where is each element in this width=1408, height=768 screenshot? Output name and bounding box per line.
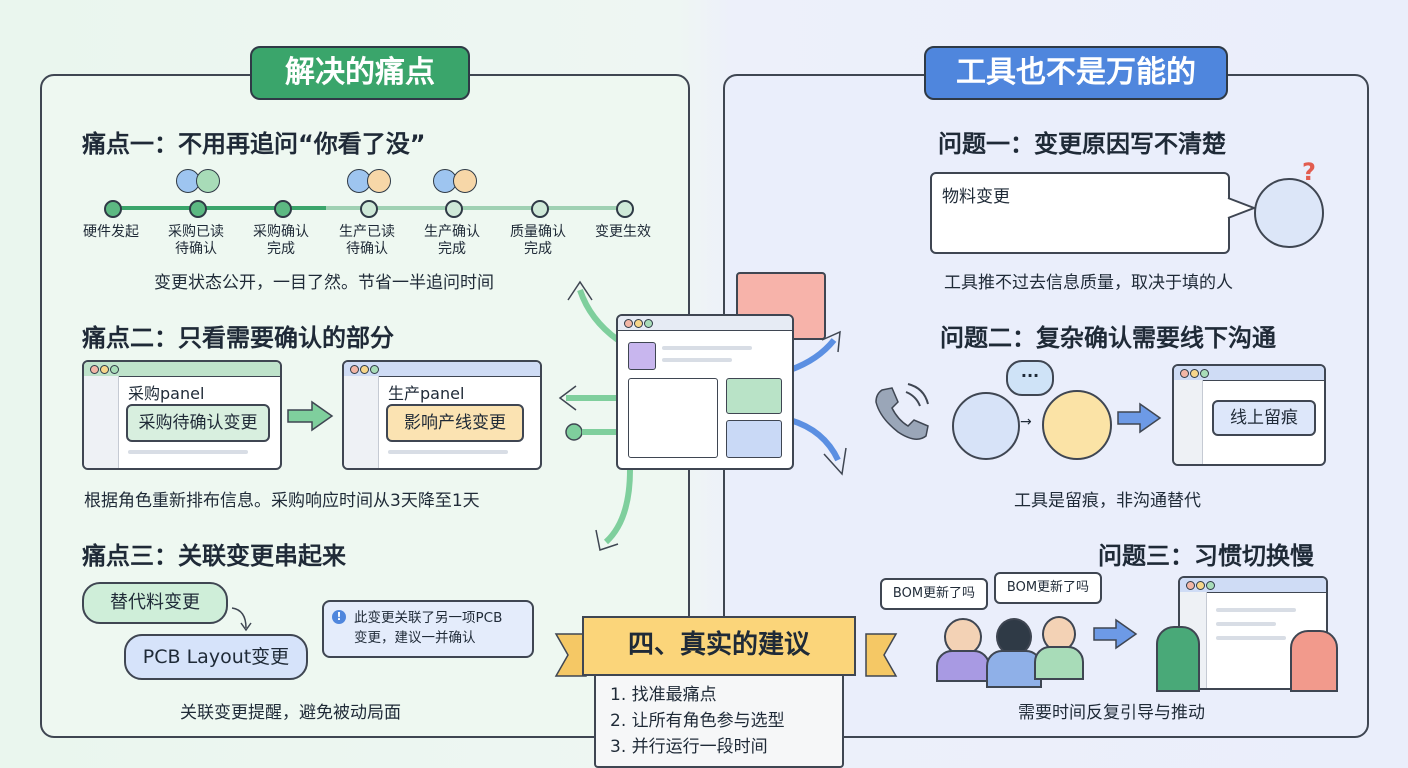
app-green-block — [726, 378, 782, 414]
ribbon-tails — [554, 633, 898, 677]
placeholder-line — [662, 358, 732, 362]
app-content-block — [628, 378, 718, 458]
left-title: 解决的痛点 — [250, 46, 470, 100]
stage-label: 生产已读 待确认 — [339, 224, 395, 257]
app-window — [616, 314, 794, 470]
stage-label: 硬件发起 — [83, 224, 139, 240]
problem3-caption: 需要时间反复引导与推动 — [1018, 703, 1205, 723]
problem2-caption: 工具是留痕，非沟通替代 — [1014, 491, 1201, 511]
pcb-layout-change-bubble: PCB Layout变更 — [124, 634, 308, 680]
person-avatar-woman — [952, 392, 1020, 460]
person-body — [936, 650, 990, 682]
blue-arrows — [788, 330, 847, 476]
related-change-note: ! 此变更关联了另一项PCB 变更，建议一并确认 — [322, 600, 534, 658]
change-reason-text: 物料变更 — [942, 187, 1010, 207]
bom-question-bubble-1: BOM更新了吗 — [880, 578, 988, 610]
placeholder-line — [662, 346, 752, 350]
avatar — [367, 169, 391, 193]
stage-label: 采购已读 待确认 — [168, 224, 224, 257]
pain2-caption: 根据角色重新排布信息。采购响应时间从3天降至1天 — [84, 491, 480, 511]
pain3-heading: 痛点三：关联变更串起来 — [82, 542, 346, 570]
timeline-node — [531, 200, 549, 218]
window-titlebar — [344, 362, 540, 377]
timeline-node — [189, 200, 207, 218]
stage-label: 采购确认 完成 — [253, 224, 309, 257]
pain1-caption: 变更状态公开，一目了然。节省一半追问时间 — [154, 273, 494, 293]
production-panel-label: 生产panel — [388, 384, 465, 403]
timeline-node — [445, 200, 463, 218]
person-head — [996, 618, 1032, 656]
advice-item: 1. 找准最痛点 — [610, 685, 717, 705]
trainer-person — [1156, 626, 1200, 692]
timeline-node — [274, 200, 292, 218]
curved-arrow — [231, 607, 252, 632]
problem2-heading: 问题二：复杂确认需要线下沟通 — [940, 324, 1276, 352]
green-arrows — [558, 280, 633, 551]
app-avatar-block — [628, 342, 656, 370]
confused-person-avatar — [1254, 178, 1324, 248]
stage-label: 质量确认 完成 — [510, 224, 566, 257]
advice-title: 四、真实的建议 — [582, 616, 856, 676]
pain1-heading: 痛点一：不用再追问“你看了没” — [82, 130, 426, 158]
window-titlebar — [618, 316, 792, 331]
question-mark-icon: ? — [1302, 158, 1316, 186]
window-titlebar — [1174, 366, 1324, 381]
problem3-heading: 问题三：习惯切换慢 — [1098, 542, 1314, 570]
avatar — [453, 169, 477, 193]
timeline-node — [616, 200, 634, 218]
procurement-panel-window: 采购panel 采购待确认变更 — [82, 360, 282, 470]
avatar — [196, 169, 220, 193]
learner-person — [1290, 630, 1338, 692]
window-sidebar — [84, 376, 119, 468]
change-reason-box: 物料变更 — [930, 172, 1230, 254]
phone-icon — [875, 383, 929, 440]
placeholder-line — [388, 450, 508, 454]
procurement-panel-label: 采购panel — [128, 384, 205, 403]
person-body — [1034, 646, 1084, 680]
production-impact-tag: 影响产线变更 — [386, 404, 524, 442]
right-arrow — [287, 400, 334, 432]
timeline-done-line — [112, 206, 326, 210]
stage-label: 生产确认 完成 — [424, 224, 480, 257]
avatar — [347, 169, 371, 193]
pain2-heading: 痛点二：只看需要确认的部分 — [82, 324, 394, 352]
advice-item: 2. 让所有角色参与选型 — [610, 711, 785, 731]
info-icon: ! — [332, 610, 346, 624]
production-panel-window: 生产panel 影响产线变更 — [342, 360, 542, 470]
timeline-node — [360, 200, 378, 218]
right-title: 工具也不是万能的 — [924, 46, 1228, 100]
stage-label: 变更生效 — [595, 224, 651, 240]
timeline-node — [104, 200, 122, 218]
timeline-pending-line — [326, 206, 624, 210]
procurement-pending-tag: 采购待确认变更 — [126, 404, 270, 442]
related-change-note-text: 此变更关联了另一项PCB 变更，建议一并确认 — [354, 610, 503, 646]
pain3-caption: 关联变更提醒，避免被动局面 — [180, 703, 401, 723]
placeholder-line — [1216, 622, 1276, 626]
window-sidebar — [1174, 380, 1203, 464]
window-titlebar — [84, 362, 280, 377]
substitute-change-bubble: 替代料变更 — [82, 582, 228, 624]
chat-bubble-icon: ··· — [1006, 360, 1054, 396]
app-blue-block — [726, 420, 782, 458]
placeholder-line — [128, 450, 248, 454]
small-arrow-icon: → — [1020, 414, 1032, 430]
online-record-window: 线上留痕 — [1172, 364, 1326, 466]
person-avatar-man — [1042, 390, 1112, 460]
window-titlebar — [1180, 578, 1326, 593]
advice-item: 3. 并行运行一段时间 — [610, 737, 768, 757]
bom-question-bubble-2: BOM更新了吗 — [994, 572, 1102, 604]
online-record-tag: 线上留痕 — [1212, 400, 1316, 436]
problem1-heading: 问题一：变更原因写不清楚 — [938, 130, 1226, 158]
placeholder-line — [1216, 608, 1296, 612]
placeholder-line — [1216, 636, 1286, 640]
blue-right-arrow — [1117, 402, 1162, 434]
blue-right-arrow — [1093, 618, 1138, 650]
window-sidebar — [344, 376, 379, 468]
problem1-caption: 工具推不过去信息质量，取决于填的人 — [944, 273, 1233, 293]
